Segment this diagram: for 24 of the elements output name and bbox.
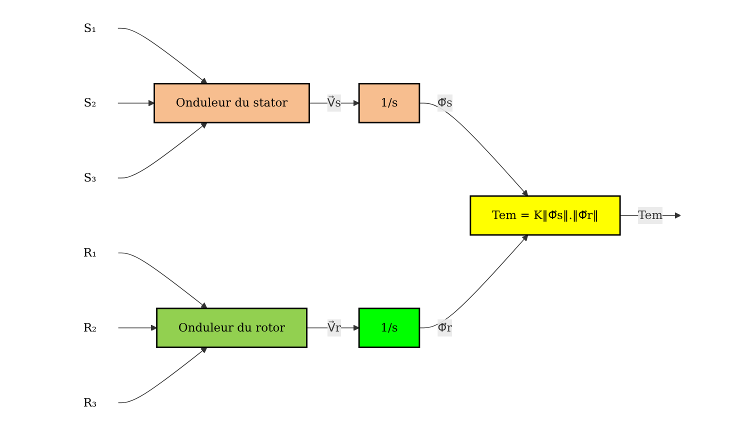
- node-text: R₁: [83, 245, 97, 259]
- node-text: S₃: [84, 170, 96, 184]
- edge-label: Φ⃗s: [437, 95, 452, 110]
- node-text: R₃: [83, 395, 97, 409]
- node-box: Onduleur du stator: [153, 82, 310, 123]
- arrow: [118, 324, 157, 331]
- arrow: [418, 234, 528, 328]
- node-text: S₂: [84, 95, 96, 110]
- arrow: [117, 27, 208, 84]
- node-box: 1/s: [358, 82, 420, 123]
- arrow: [118, 346, 208, 403]
- node-box: 1/s: [358, 307, 420, 348]
- arrow: [118, 252, 208, 308]
- arrow: [418, 102, 528, 196]
- arrow: [117, 122, 208, 178]
- edge-label: Φ⃗r: [438, 320, 452, 334]
- node-text: R₂: [83, 320, 97, 334]
- edge-label: V⃗r: [327, 320, 341, 334]
- node-box: Onduleur du rotor: [156, 307, 308, 348]
- edge-label: V⃗s: [327, 95, 341, 110]
- arrow: [117, 99, 154, 106]
- node-text: S₁: [84, 20, 96, 34]
- node-box: Tem = K‖Φ⃗s‖.‖Φ⃗r‖: [470, 194, 621, 236]
- edge-label: Tem: [638, 208, 663, 222]
